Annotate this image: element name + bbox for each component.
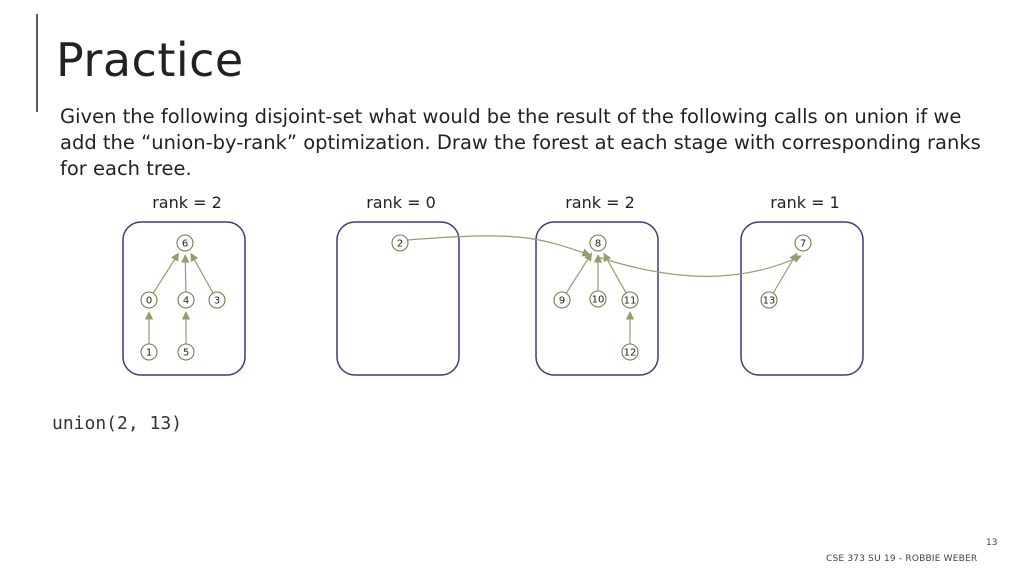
edge-4-to-6 (181, 254, 190, 293)
node-10: 10 (589, 290, 607, 308)
node-13: 13 (760, 291, 778, 309)
node-circle-9 (553, 291, 571, 309)
edge-11-to-8 (603, 252, 627, 294)
node-2: 2 (391, 234, 409, 252)
page-number: 13 (986, 538, 998, 548)
node-label-11: 11 (624, 296, 637, 307)
node-label-13: 13 (763, 296, 776, 307)
tree-box-4 (740, 221, 864, 376)
rank-label-tree-2: rank = 0 (366, 193, 436, 212)
node-circle-1 (140, 343, 158, 361)
node-circle-5 (177, 343, 195, 361)
tree-box-3 (535, 221, 659, 376)
edge-13-to-7 (772, 252, 798, 294)
node-0: 0 (140, 291, 158, 309)
node-label-8: 8 (595, 239, 601, 250)
node-circle-0 (140, 291, 158, 309)
slide-prompt: Given the following disjoint-set what wo… (60, 105, 981, 180)
node-12: 12 (621, 343, 639, 361)
node-1: 1 (140, 343, 158, 361)
node-label-0: 0 (146, 296, 152, 307)
node-5: 5 (177, 343, 195, 361)
node-circle-4 (177, 291, 195, 309)
node-label-7: 7 (800, 239, 806, 250)
node-label-1: 1 (146, 348, 152, 359)
node-label-5: 5 (183, 348, 189, 359)
node-4: 4 (177, 291, 195, 309)
tree-box-2 (336, 221, 460, 376)
node-label-9: 9 (559, 296, 565, 307)
node-circle-11 (621, 291, 639, 309)
edge-2-to-8 (407, 235, 591, 257)
node-circle-8 (589, 234, 607, 252)
node-8: 8 (589, 234, 607, 252)
node-6: 6 (176, 234, 194, 252)
node-label-2: 2 (397, 239, 403, 250)
slide-title: Practice (56, 33, 244, 87)
node-9: 9 (553, 291, 571, 309)
rank-label-tree-3: rank = 2 (565, 193, 635, 212)
title-accent-bar (36, 14, 38, 112)
node-7: 7 (794, 234, 812, 252)
node-label-4: 4 (183, 296, 189, 307)
node-label-6: 6 (182, 239, 188, 250)
slide-footer: CSE 373 SU 19 - ROBBIE WEBER (826, 554, 978, 564)
node-circle-12 (621, 343, 639, 361)
rank-label-tree-4: rank = 1 (770, 193, 840, 212)
node-label-10: 10 (592, 295, 605, 306)
edge-3-to-6 (190, 252, 214, 294)
node-11: 11 (621, 291, 639, 309)
rank-label-tree-1: rank = 2 (152, 193, 222, 212)
node-circle-6 (176, 234, 194, 252)
edge-0-to-6 (152, 252, 180, 294)
edge-9-to-8 (565, 252, 593, 294)
node-circle-2 (391, 234, 409, 252)
node-circle-10 (589, 290, 607, 308)
node-3: 3 (208, 291, 226, 309)
union-call-code: union(2, 13) (52, 413, 183, 434)
node-circle-3 (208, 291, 226, 309)
node-circle-13 (760, 291, 778, 309)
node-label-3: 3 (214, 296, 220, 307)
edge-8-to-7 (597, 255, 802, 277)
node-label-12: 12 (624, 348, 637, 359)
node-circle-7 (794, 234, 812, 252)
edges-layer (144, 235, 802, 344)
tree-box-1 (122, 221, 246, 376)
